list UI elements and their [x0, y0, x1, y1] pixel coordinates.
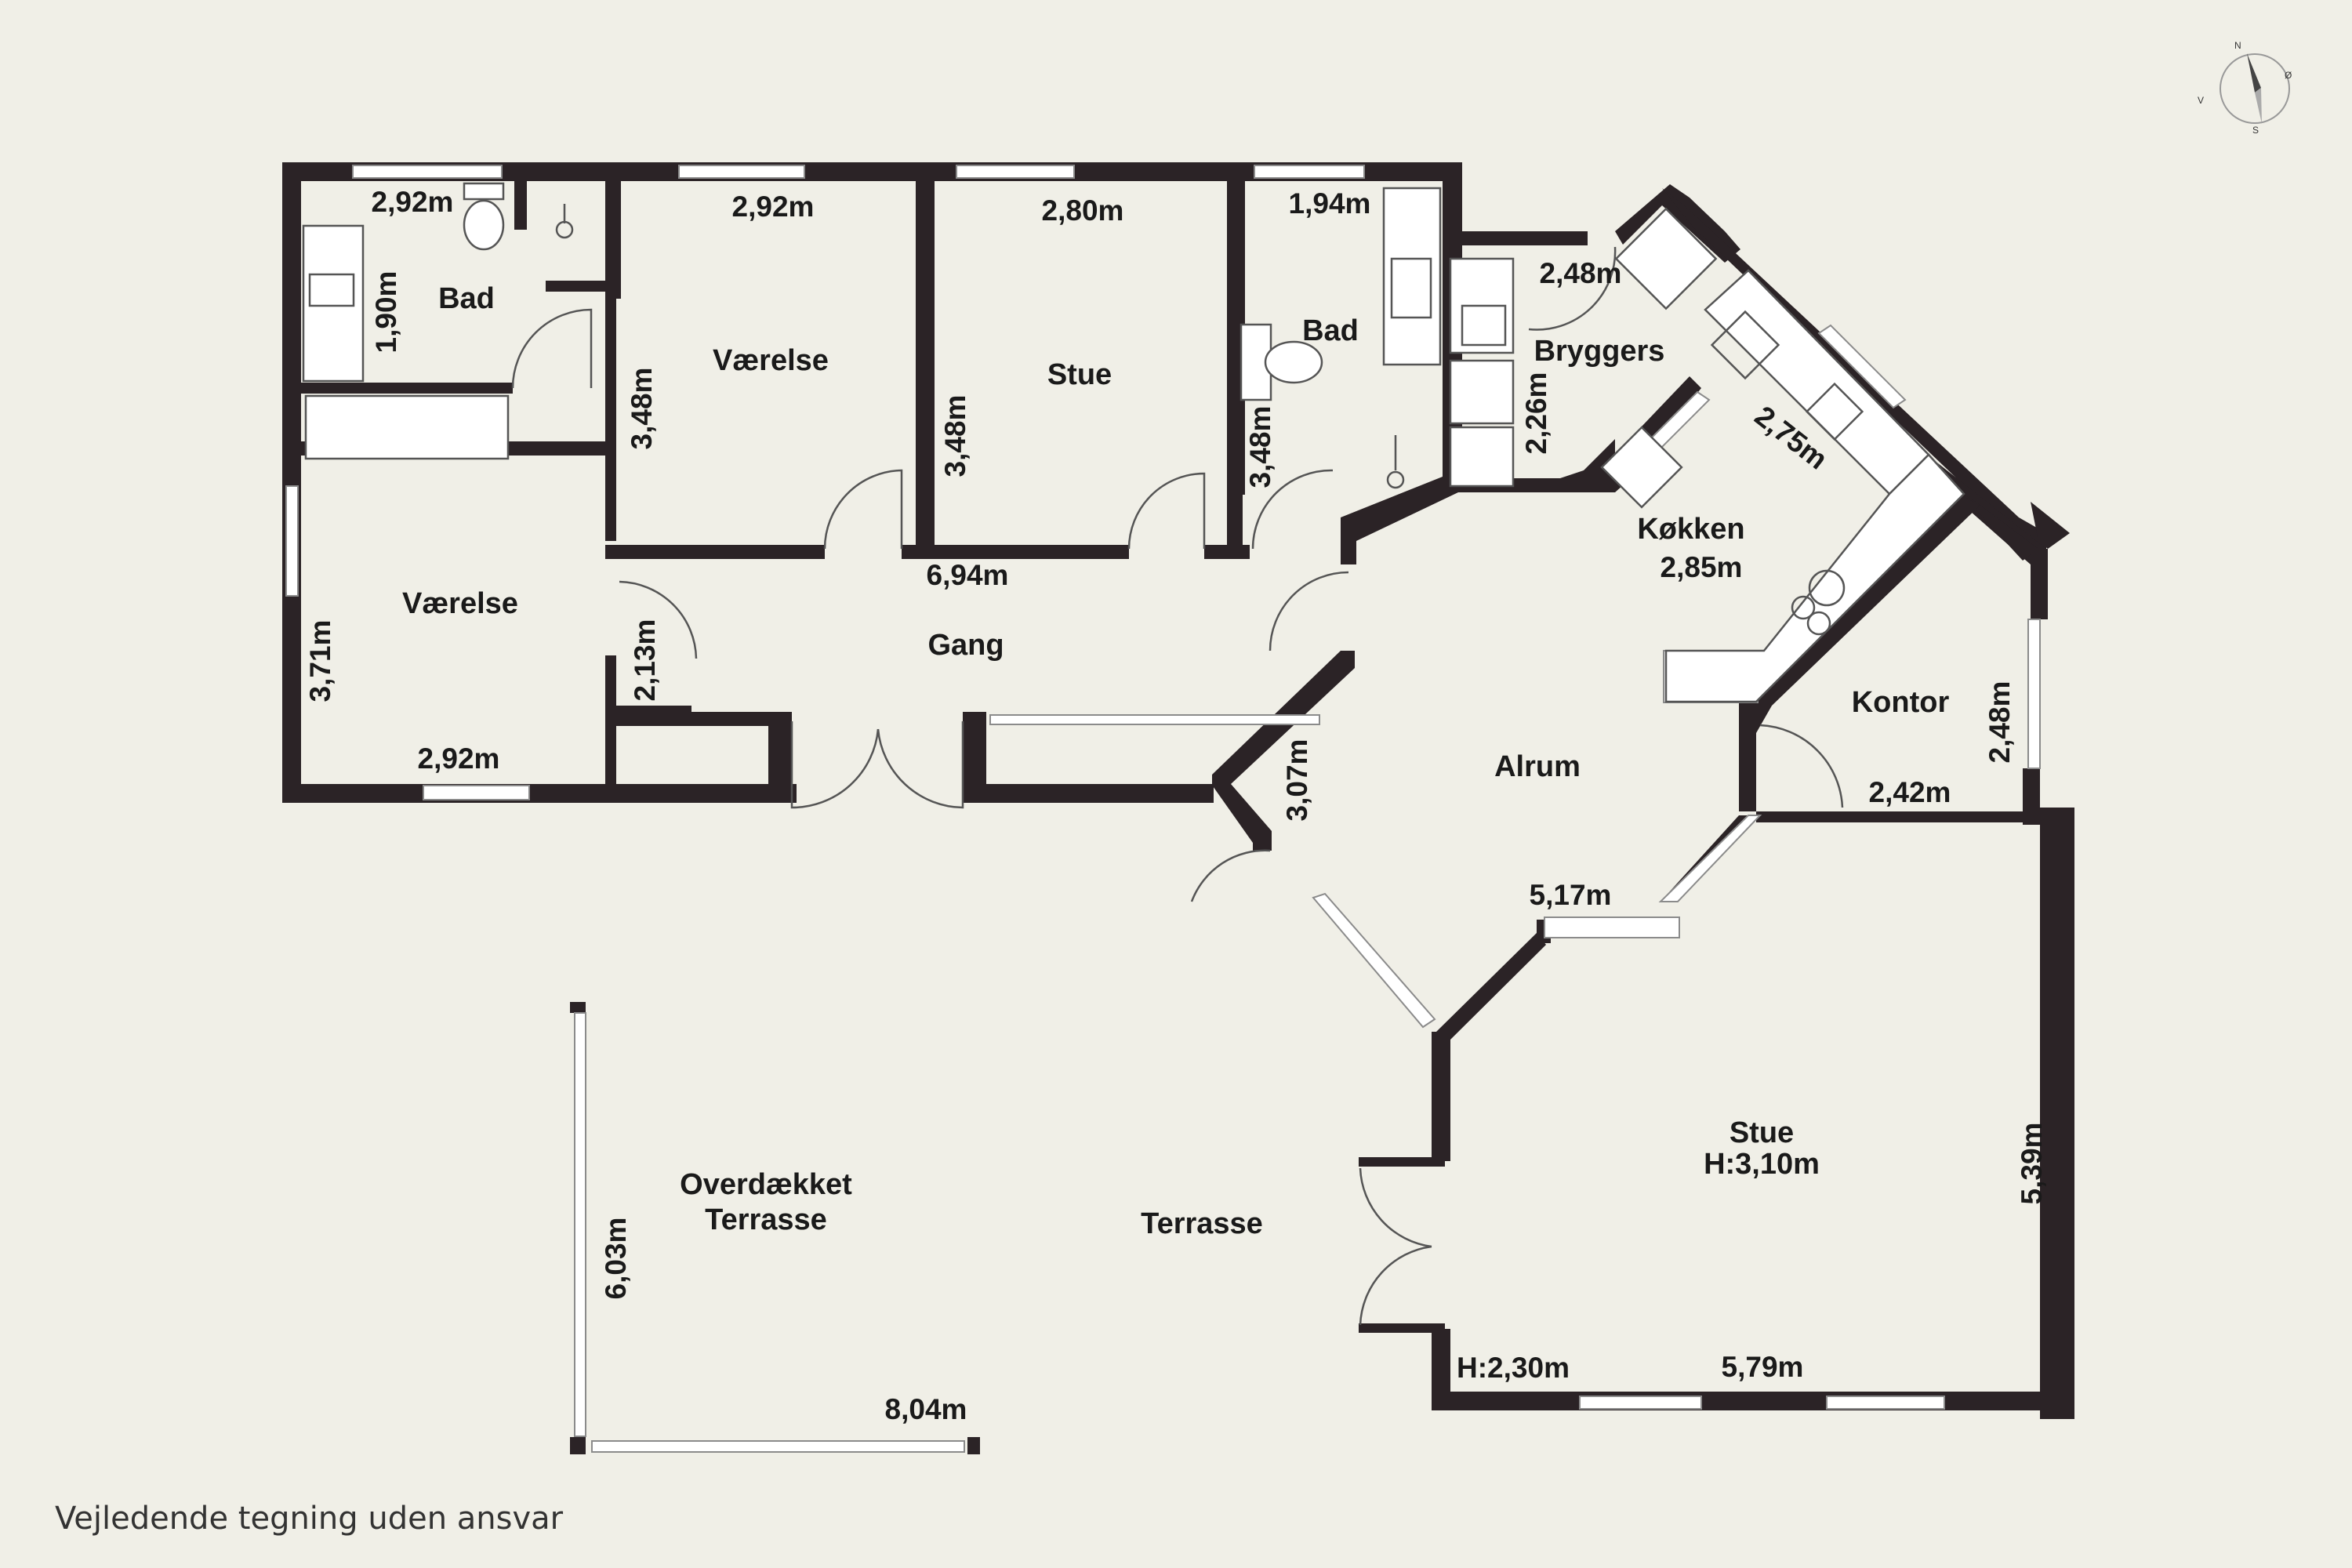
dim-stue2-depth: 5,39m [2016, 1123, 2048, 1205]
dim-stue2-width: 5,79m [1722, 1351, 1804, 1383]
room-label-vaerelse-2: Værelse [402, 587, 518, 620]
compass-icon: N S Ø V [2198, 40, 2292, 136]
room-label-vaerelse-1: Værelse [713, 344, 829, 377]
dim-stue1-depth: 3,48m [939, 395, 971, 477]
room-label-terrasse: Terrasse [1141, 1207, 1263, 1240]
room-labels: Bad Værelse Stue Bad Bryggers Køkken Vær… [402, 282, 1949, 1240]
dim-kontor-depth: 2,48m [1984, 681, 2016, 764]
dim-vaer1-depth: 3,48m [626, 368, 658, 450]
dim-terrace-width: 8,04m [885, 1393, 967, 1425]
disclaimer-caption: Vejledende tegning uden ansvar [55, 1501, 564, 1537]
room-label-kontor: Kontor [1852, 686, 1950, 719]
dim-bryggers-depth: 2,26m [1520, 372, 1552, 455]
compass-s: S [2252, 125, 2259, 136]
dimension-labels: 2,92m 1,90m 2,92m 3,48m 2,80m 3,48m 1,94… [304, 186, 2048, 1425]
compass-n: N [2234, 40, 2241, 51]
dim-kontor-width: 2,42m [1869, 776, 1951, 808]
dim-koekken-width: 2,85m [1661, 551, 1743, 583]
fixtures [302, 182, 1965, 703]
dim-gang-width: 6,94m [927, 559, 1009, 591]
dim-alrum-width: 5,17m [1530, 879, 1612, 911]
room-label-alrum: Alrum [1494, 750, 1581, 783]
dim-bryggers-width: 2,48m [1540, 257, 1622, 289]
room-label-bad-1: Bad [438, 282, 495, 315]
room-label-koekken: Køkken [1637, 513, 1744, 546]
dim-terrace-depth: 6,03m [600, 1218, 632, 1300]
dim-bad2-depth: 3,48m [1244, 406, 1276, 488]
room-label-overdaekket: Overdækket [680, 1168, 852, 1201]
dim-vaer2-depth: 3,71m [304, 620, 336, 702]
room-label-bad-2: Bad [1302, 314, 1359, 347]
dim-vaer1-width: 2,92m [732, 191, 815, 223]
dim-gang-depth: 2,13m [629, 619, 661, 702]
dim-bad1-depth: 1,90m [370, 271, 402, 354]
room-label-bryggers: Bryggers [1534, 335, 1665, 368]
room-height-stue-2: H:3,10m [1704, 1148, 1820, 1181]
dim-bad1-width: 2,92m [372, 186, 454, 218]
room-label-stue-1: Stue [1047, 358, 1112, 391]
room-label-gang: Gang [927, 629, 1004, 662]
dim-vaer2-width: 2,92m [418, 742, 500, 775]
dim-height-low: H:2,30m [1457, 1352, 1570, 1384]
dim-bad2-width: 1,94m [1289, 187, 1371, 220]
dim-stue1-width: 2,80m [1042, 194, 1124, 227]
room-label-overdaekket-terrasse: Terrasse [705, 1203, 827, 1236]
compass-e: Ø [2285, 70, 2292, 81]
room-label-stue-2: Stue [1730, 1116, 1794, 1149]
doors [511, 246, 1844, 1326]
dim-alrum-depth: 3,07m [1281, 739, 1313, 822]
compass-w: V [2198, 95, 2204, 106]
